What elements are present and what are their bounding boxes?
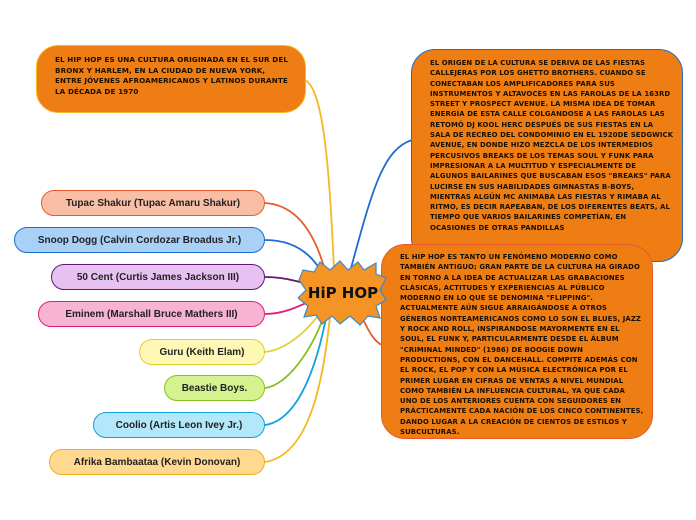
node-tupac[interactable]: Tupac Shakur (Tupac Amaru Shakur) xyxy=(41,190,265,216)
node-label: Tupac Shakur (Tupac Amaru Shakur) xyxy=(65,197,241,209)
connector-origin-summary xyxy=(304,79,336,291)
node-coolio[interactable]: Coolio (Artis Leon Ivey Jr.) xyxy=(93,412,265,438)
connector-afrika xyxy=(264,294,333,463)
node-label: Beastie Boys. xyxy=(181,382,248,394)
node-label: Guru (Keith Elam) xyxy=(159,346,245,358)
node-guru[interactable]: Guru (Keith Elam) xyxy=(139,339,265,365)
node-label: 50 Cent (Curtis James Jackson III) xyxy=(76,271,240,283)
node-eminem[interactable]: Eminem (Marshall Bruce Mathers III) xyxy=(38,301,265,327)
node-label: Afrika Bambaataa (Kevin Donovan) xyxy=(73,456,241,468)
central-topic-label: HiP HOP xyxy=(307,284,379,302)
node-50-cent[interactable]: 50 Cent (Curtis James Jackson III) xyxy=(51,264,265,290)
node-label: Coolio (Artis Leon Ivey Jr.) xyxy=(115,419,243,431)
node-label: Eminem (Marshall Bruce Mathers III) xyxy=(65,308,238,320)
central-topic-hip-hop[interactable]: HiP HOP xyxy=(297,260,388,326)
node-label: Snoop Dogg (Calvin Cordozar Broadus Jr.) xyxy=(37,234,242,246)
node-afrika-bambaataa[interactable]: Afrika Bambaataa (Kevin Donovan) xyxy=(49,449,265,475)
note-modern[interactable]: El hip hop es tanto un fenómeno moderno … xyxy=(381,244,653,439)
connector-origin-detail xyxy=(344,139,413,291)
node-beastie-boys[interactable]: Beastie Boys. xyxy=(164,375,265,401)
starburst-shape xyxy=(297,260,387,326)
node-snoop-dogg[interactable]: Snoop Dogg (Calvin Cordozar Broadus Jr.) xyxy=(14,227,265,253)
note-origin-detail[interactable]: El origen de la cultura se deriva de las… xyxy=(411,49,683,262)
note-origin-summary[interactable]: El hip hop es una cultura originada en e… xyxy=(36,45,306,113)
